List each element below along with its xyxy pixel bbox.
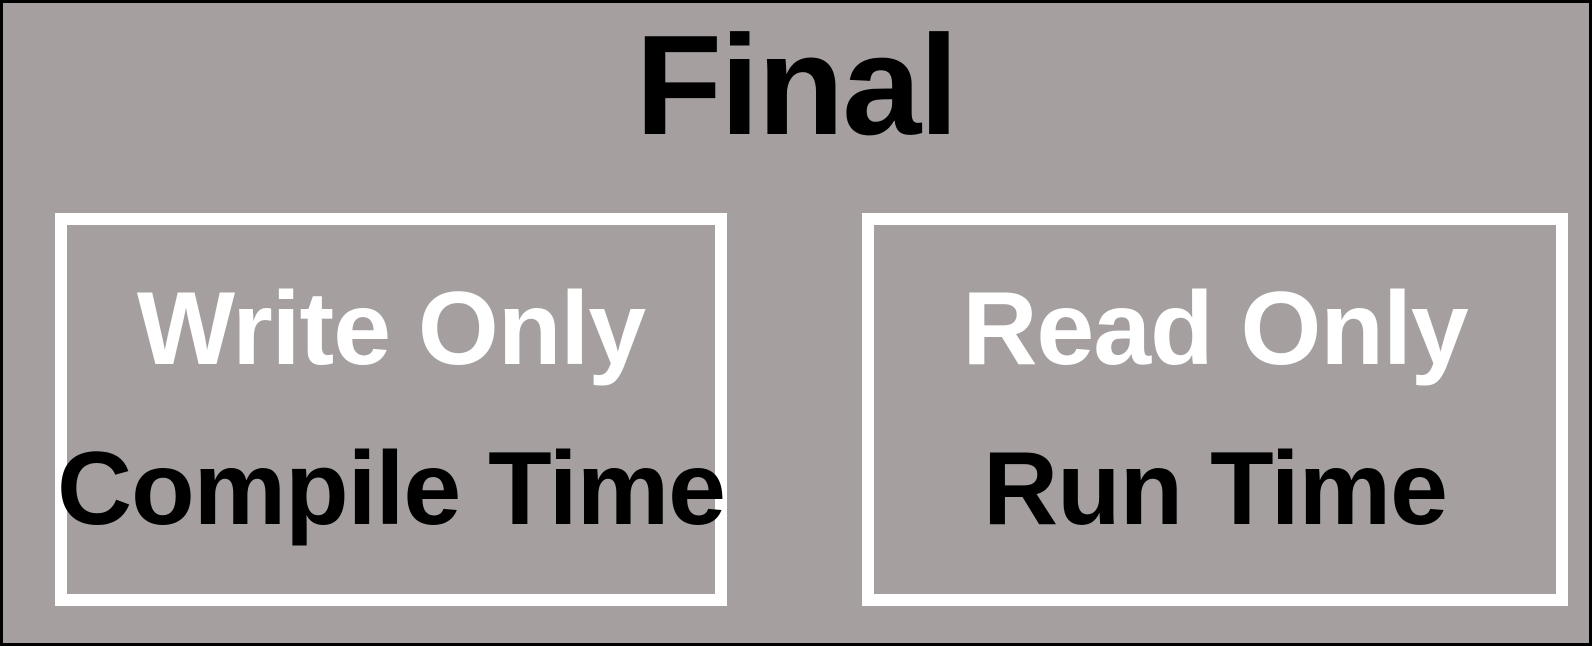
run-time-label: Run Time: [983, 430, 1448, 547]
write-only-box: Write Only Compile Time: [55, 213, 727, 606]
write-only-label: Write Only: [136, 271, 646, 388]
read-only-box: Read Only Run Time: [862, 213, 1568, 606]
boxes-row: Write Only Compile Time Read Only Run Ti…: [55, 213, 1568, 606]
read-only-label: Read Only: [962, 271, 1468, 388]
diagram-title: Final: [635, 6, 958, 165]
compile-time-label: Compile Time: [57, 430, 726, 547]
